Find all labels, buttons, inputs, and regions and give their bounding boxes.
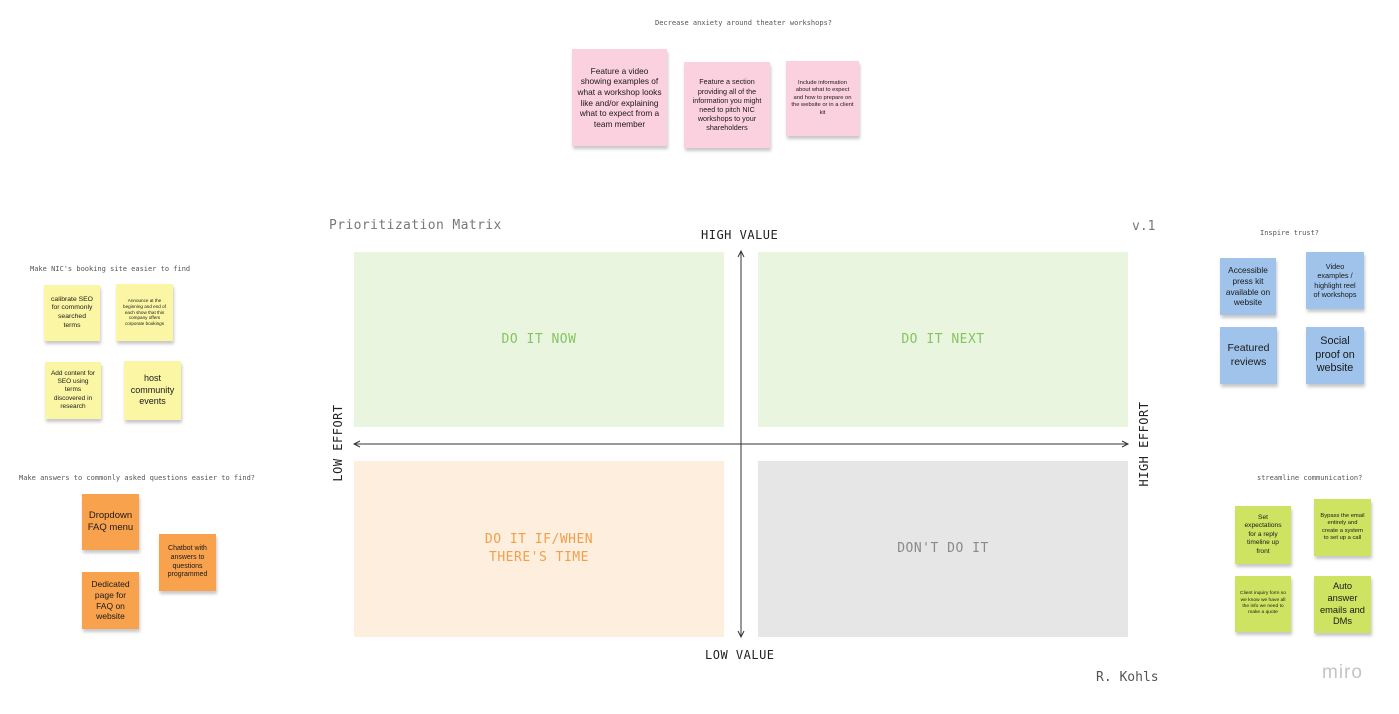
horizontal-axis-arrow-right [1121, 440, 1130, 448]
matrix-version: v.1 [1132, 219, 1156, 234]
miro-logo: miro [1322, 662, 1363, 683]
sticky-note[interactable]: Include information about what to expect… [786, 61, 859, 136]
sticky-note[interactable]: Dropdown FAQ menu [82, 494, 139, 550]
sticky-note[interactable]: Feature a section providing all of the i… [684, 62, 770, 148]
quadrant-do-it-if-time: DO IT IF/WHEN THERE'S TIME [354, 461, 724, 637]
sticky-note[interactable]: Announce at the beginning and end of eac… [116, 284, 173, 341]
sticky-note[interactable]: Video examples / highlight reel of works… [1306, 252, 1364, 309]
sticky-note[interactable]: Feature a video showing examples of what… [572, 49, 667, 146]
vertical-axis-arrow-top [737, 249, 745, 258]
sticky-note[interactable]: Bypass the email entirely and create a s… [1314, 499, 1371, 556]
sticky-note[interactable]: Client inquiry form so we know we have a… [1235, 576, 1291, 632]
sticky-note[interactable]: Set expectations for a reply timeline up… [1235, 506, 1291, 564]
quadrant-label: DO IT IF/WHEN [484, 532, 594, 548]
sticky-note[interactable]: Social proof on website [1306, 327, 1364, 384]
quadrant-label: DO IT NOW [501, 331, 577, 347]
group-title-anxiety: Decrease anxiety around theater workshop… [655, 19, 833, 27]
group-title-faq: Make answers to commonly asked questions… [19, 474, 256, 482]
vertical-axis-arrow-bottom [737, 630, 745, 639]
sticky-note[interactable]: Chatbot with answers to questions progra… [159, 534, 216, 591]
horizontal-axis-arrow-left [352, 440, 361, 448]
sticky-note[interactable]: calibrate SEO for commonly searched term… [44, 285, 100, 341]
quadrant-label: THERE'S TIME [489, 550, 589, 565]
group-title-trust: Inspire trust? [1260, 229, 1320, 237]
sticky-note[interactable]: Featured reviews [1220, 327, 1277, 384]
quadrant-dont-do-it: DON'T DO IT [758, 461, 1128, 637]
matrix-title: Prioritization Matrix [329, 218, 502, 233]
quadrant-label: DO IT NEXT [901, 331, 985, 347]
quadrant-do-it-now: DO IT NOW [354, 252, 724, 427]
axis-label-high-value: HIGH VALUE [701, 228, 779, 242]
quadrant-label: DON'T DO IT [897, 541, 989, 557]
sticky-note[interactable]: Accessible press kit available on websit… [1220, 258, 1276, 315]
axis-label-low-value: LOW VALUE [705, 648, 775, 662]
sticky-note[interactable]: host community events [124, 361, 181, 420]
author-name: R. Kohls [1096, 670, 1159, 685]
group-title-communication: streamline communication? [1257, 474, 1363, 482]
sticky-note[interactable]: Auto answer emails and DMs [1314, 576, 1371, 633]
sticky-note[interactable]: Dedicated page for FAQ on website [82, 572, 139, 629]
quadrant-do-it-next: DO IT NEXT [758, 252, 1128, 427]
sticky-note[interactable]: Add content for SEO using terms discover… [45, 362, 101, 419]
group-title-booking: Make NIC's booking site easier to find [30, 265, 191, 273]
